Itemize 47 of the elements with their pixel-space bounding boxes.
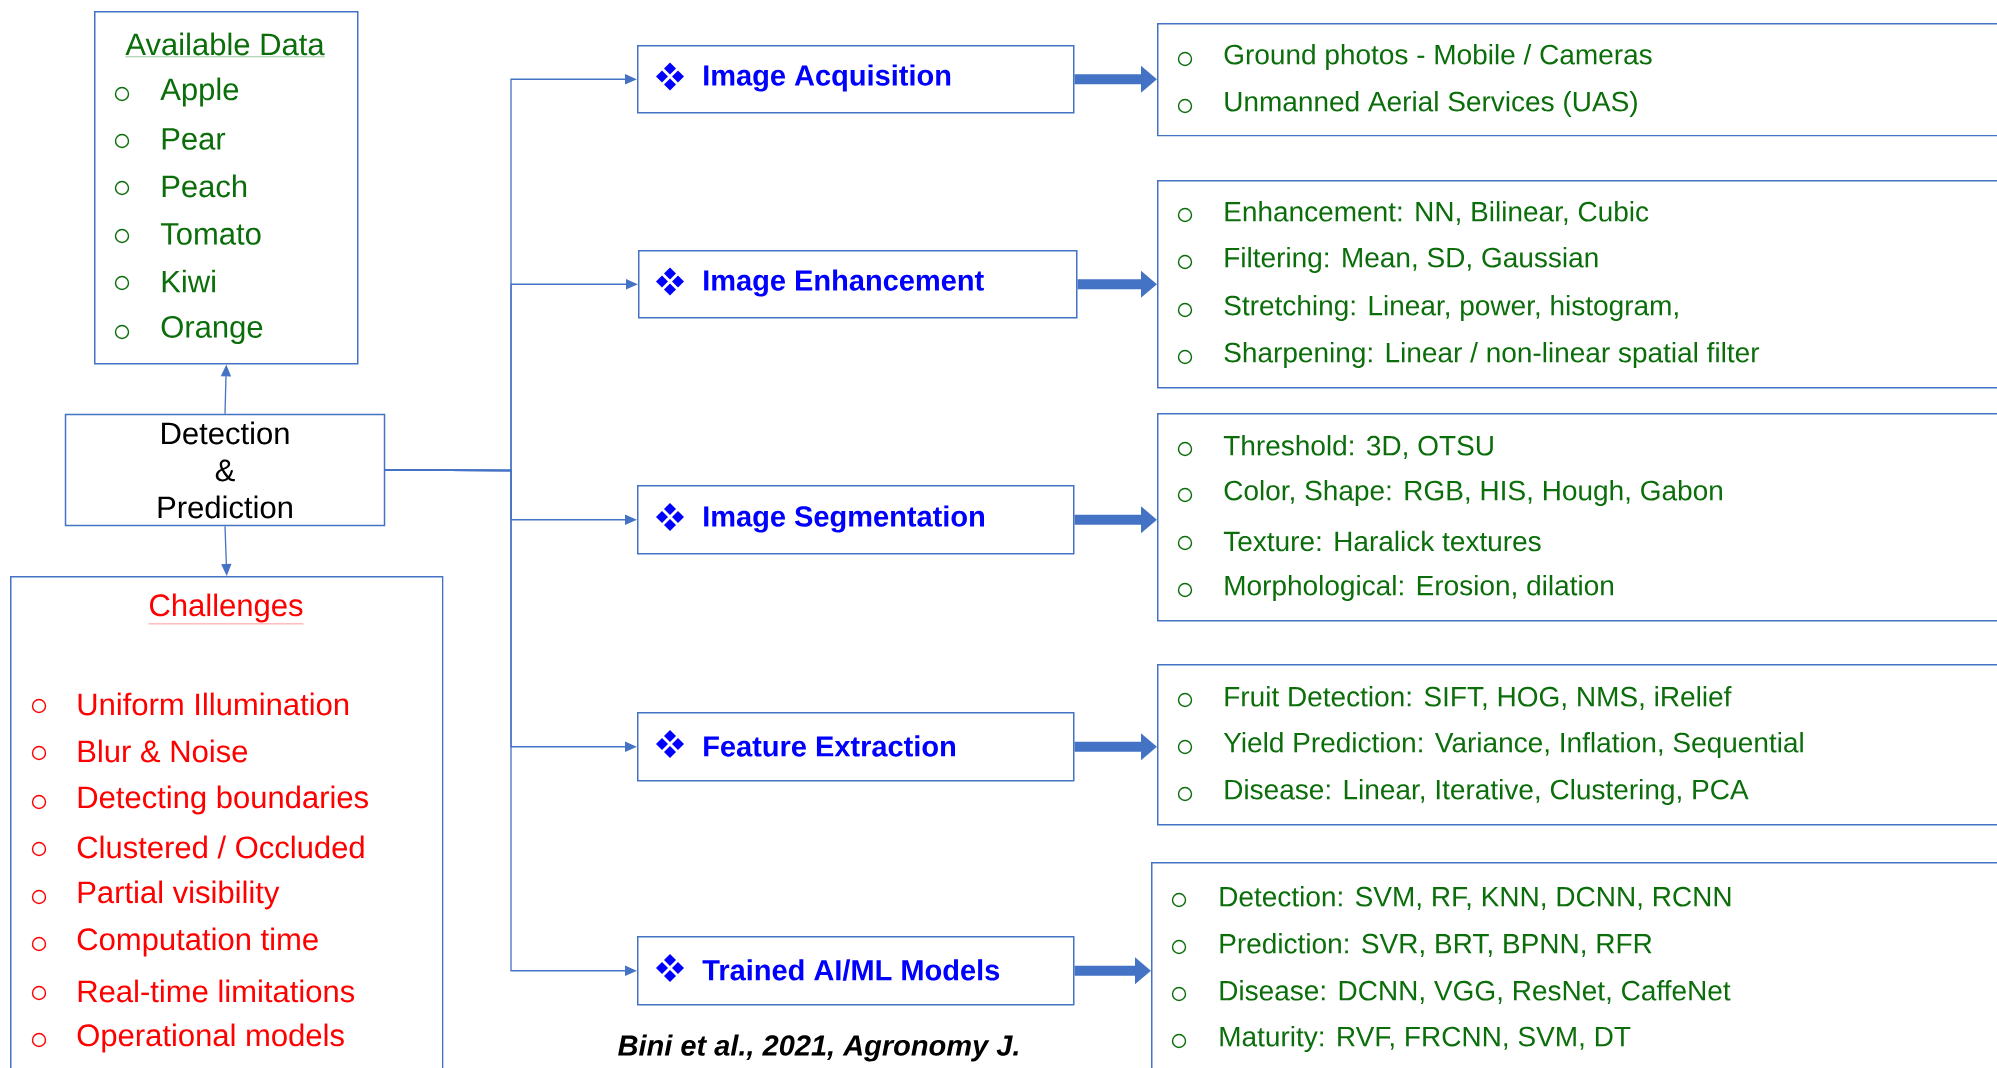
- process-box: Detection & Prediction: [64, 413, 386, 527]
- list-item: Color, Shape: RGB, HIS, Hough, Gabon: [1177, 479, 1722, 507]
- list-item: Morphological: Erosion, dilation: [1177, 574, 1613, 602]
- list-box: [1151, 862, 1997, 1068]
- list-item: Sharpening: Linear / non-linear spatial filter: [1177, 341, 1760, 369]
- list-item: Texture: Haralick textures: [1177, 530, 1541, 552]
- heading: Challenges: [148, 593, 304, 625]
- list-item: Uniform Illumination: [31, 692, 349, 716]
- list-item: Blur & Noise: [31, 739, 248, 763]
- list-item: Disease: DCNN, VGG, ResNet, CaffeNet: [1171, 980, 1731, 1004]
- list-box: [1157, 664, 1997, 826]
- list-box: [1157, 180, 1997, 389]
- process-box: Image Acquisition: [637, 45, 1075, 114]
- list-box: [1157, 23, 1997, 137]
- list-item: Pear: [114, 128, 226, 150]
- list-item: Partial visibility: [31, 880, 280, 910]
- list-item: Kiwi: [114, 269, 215, 293]
- list-box: [94, 11, 359, 365]
- list-item: Real-time limitations: [31, 979, 355, 1003]
- process-box: Image Enhancement: [638, 250, 1078, 319]
- list-item: Fruit Detection: SIFT, HOG, NMS, iRelief: [1177, 686, 1732, 710]
- list-item: Yield Prediction: Variance, Inflation, Sequential: [1177, 731, 1803, 759]
- list-item: Computation time: [31, 927, 318, 957]
- list-item: Detecting boundaries: [31, 785, 368, 815]
- list-item: Orange: [114, 315, 263, 345]
- list-item: Tomato: [114, 223, 261, 245]
- list-item: Detection: SVM, RF, KNN, DCNN, RCNN: [1171, 886, 1731, 910]
- process-box: Trained AI/ML Models: [637, 936, 1075, 1006]
- list-item: Maturity: RVF, FRCNN, SVM, DT: [1171, 1025, 1631, 1053]
- list-box: [1157, 413, 1997, 622]
- heading: Available Data: [125, 32, 325, 57]
- list-item: Threshold: 3D, OTSU: [1177, 435, 1493, 459]
- list-item: Operational models: [31, 1023, 344, 1053]
- process-box: Image Segmentation: [637, 485, 1075, 555]
- list-item: Apple: [114, 77, 239, 107]
- list-item: Unmanned Aerial Services (UAS): [1177, 90, 1637, 118]
- caption: Bini et al., 2021, Agronomy J.: [618, 1034, 1018, 1062]
- process-box: Feature Extraction: [637, 712, 1075, 782]
- list-item: Ground photos - Mobile / Cameras: [1177, 43, 1652, 71]
- list-item: Enhancement: NN, Bilinear, Cubic: [1177, 201, 1649, 225]
- list-item: Disease: Linear, Iterative, Clustering, PCA: [1177, 778, 1749, 806]
- list-item: Peach: [114, 174, 247, 198]
- list-item: Prediction: SVR, BRT, BPNN, RFR: [1171, 933, 1652, 957]
- list-item: Stretching: Linear, power, histogram,: [1177, 294, 1678, 322]
- list-item: Filtering: Mean, SD, Gaussian: [1177, 246, 1598, 274]
- list-item: Clustered / Occluded: [31, 835, 364, 859]
- list-box: [10, 576, 444, 1068]
